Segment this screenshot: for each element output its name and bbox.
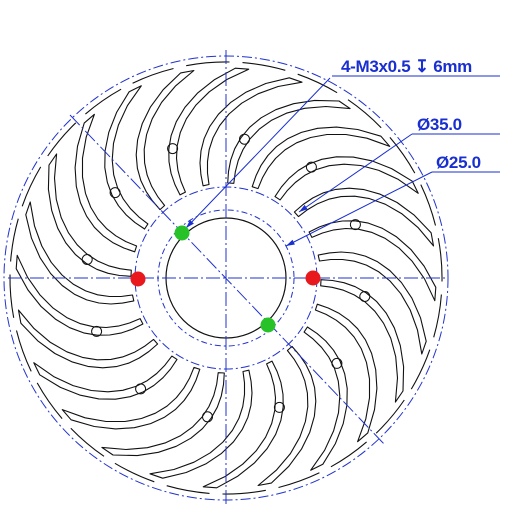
fin-6 — [149, 369, 253, 479]
diameter-25-label: Ø25.0 — [436, 153, 481, 172]
fin-knob-11 — [91, 325, 103, 337]
rim-segment-11 — [10, 218, 19, 262]
fin-knob-23 — [349, 219, 361, 231]
rim-segment-23 — [433, 294, 442, 338]
thread-leader — [185, 77, 331, 229]
rim-segment-9 — [15, 330, 32, 372]
dimension-lines — [185, 75, 500, 247]
rim-segment-7 — [70, 427, 105, 457]
fin-knob-17 — [167, 143, 179, 155]
fin-1 — [320, 279, 405, 403]
fin-group — [9, 61, 443, 495]
rim-segment-1 — [375, 399, 405, 434]
rim-segment-6 — [114, 462, 155, 483]
fin-20 — [251, 126, 391, 190]
rim-segment-15 — [132, 67, 174, 84]
rim-segment-18 — [297, 73, 338, 94]
fin-22 — [293, 187, 435, 247]
fin-17 — [168, 67, 250, 196]
marker-group — [130, 225, 321, 333]
fin-8 — [61, 366, 201, 430]
fin-4 — [257, 345, 317, 487]
marker-red-right — [305, 270, 321, 286]
fin-5 — [202, 360, 284, 489]
rim-segment-2 — [330, 441, 367, 468]
rim-segment-17 — [242, 62, 286, 71]
fin-13 — [47, 153, 132, 277]
rim-segment-12 — [21, 166, 42, 207]
diameter-35-label: Ø35.0 — [417, 115, 462, 134]
fin-knob-5 — [273, 401, 285, 413]
fin-11 — [15, 254, 144, 336]
marker-green-top — [174, 225, 190, 241]
dia25-leader-arrowhead — [286, 239, 295, 246]
dia25-leader — [285, 171, 433, 247]
fin-9 — [33, 355, 178, 400]
fin-knob-1 — [359, 291, 371, 302]
rim-segment-22 — [437, 238, 443, 282]
fin-16 — [135, 69, 195, 211]
fin-19 — [227, 99, 351, 184]
rim-segment-21 — [420, 184, 437, 226]
fin-3 — [303, 326, 348, 471]
dia35-leader — [298, 133, 413, 213]
fin-knob-15 — [109, 187, 121, 199]
rim-segment-20 — [389, 137, 416, 174]
fin-18 — [199, 77, 303, 187]
rim-segment-16 — [186, 61, 230, 67]
fin-7 — [101, 372, 225, 457]
marker-red-left — [130, 271, 146, 287]
rim-segment-8 — [36, 382, 63, 419]
rim-segment-10 — [9, 274, 15, 318]
rim-segment-19 — [347, 99, 382, 129]
fin-2 — [314, 303, 378, 443]
rim-segment-3 — [278, 472, 320, 489]
fin-23 — [308, 220, 437, 302]
dia35-leader-arrowhead — [299, 204, 308, 212]
fin-knob-7 — [202, 411, 213, 423]
fin-knob-21 — [305, 161, 317, 173]
thread-callout: 4-M3x0.5 ↧ 6mm — [341, 57, 472, 76]
thread-leader-arrowhead — [186, 220, 194, 228]
fin-10 — [17, 309, 159, 369]
diagonal-centerline — [69, 114, 386, 446]
fin-knob-19 — [239, 133, 250, 145]
fin-21 — [274, 156, 419, 201]
fin-15 — [104, 85, 149, 230]
fin-knob-13 — [81, 254, 93, 265]
rim-segment-4 — [222, 489, 266, 495]
fin-14 — [74, 113, 138, 253]
rim-segment-5 — [166, 485, 210, 494]
rim-segment-14 — [85, 88, 122, 115]
rim-segment-24 — [410, 349, 431, 390]
construction-lines — [3, 50, 449, 506]
fin-knob-3 — [331, 357, 343, 369]
fin-24 — [317, 251, 427, 355]
fin-12 — [25, 201, 135, 305]
fin-knob-9 — [135, 383, 147, 395]
rim-segment-13 — [47, 122, 77, 157]
marker-green-bottom — [260, 317, 276, 333]
